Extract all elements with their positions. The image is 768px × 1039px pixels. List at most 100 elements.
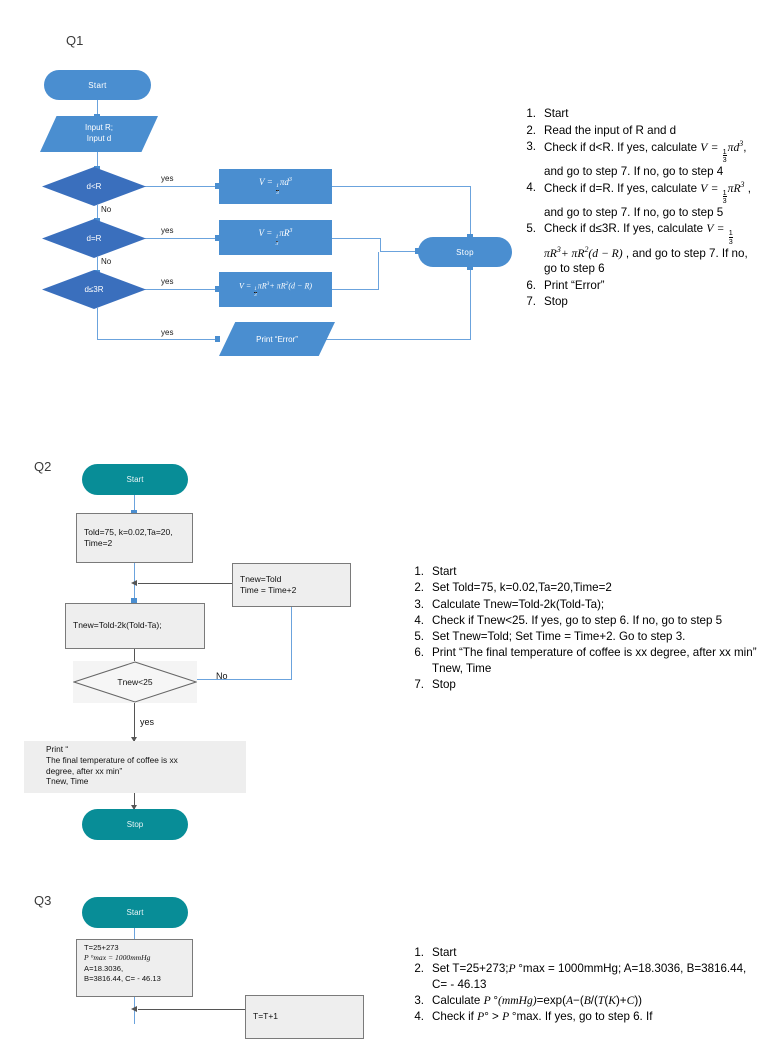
q1-conn-mid-stop [380, 251, 419, 253]
q3-increment-box: T=T+1 [245, 995, 364, 1039]
q1-decision-dlessr-label: d<R [86, 182, 102, 191]
list-item: 6.Print “The final temperature of coffee… [414, 646, 757, 675]
q1-decision-deqr: d=R [42, 219, 146, 258]
q2-conn-no-right [196, 679, 292, 681]
q2-arrow-print-stop [131, 805, 137, 810]
q1-arrow-mid-stop [415, 248, 420, 254]
q1-arrow-d1-proc1 [215, 183, 220, 189]
q2-stop-label: Stop [126, 820, 144, 829]
q2-conn-loop-merge [138, 583, 233, 584]
q3-start-label: Start [126, 908, 144, 917]
q1-input-shape: Input R;Input d [40, 116, 158, 152]
q1-conn-down-printerror [97, 339, 219, 341]
q1-start-label: Start [88, 80, 107, 90]
list-item: 1.Start [414, 565, 457, 578]
q1-conn-d2-d3 [97, 257, 99, 272]
q1-arrow-printerror [215, 336, 220, 342]
q3-init-box: T=25+273 P °max = 1000mmHg A=18.3036, B=… [76, 939, 193, 997]
q1-conn-d2-proc2 [145, 238, 219, 240]
q1-conn-printerror-right [310, 339, 471, 341]
list-item: 4.Check if P° > P °max. If yes, go to st… [412, 1009, 760, 1024]
list-item: 7.Stop [526, 295, 568, 309]
q2-arrow-loop-merge [131, 580, 137, 586]
q1-conn-proc2-mid [331, 238, 381, 240]
q2-init-box: Told=75, k=0.02,Ta=20, Time=2 [76, 513, 193, 563]
q1-decision-deqr-label: d=R [86, 234, 102, 243]
q1-arrow-bottom-stop [467, 265, 473, 270]
q2-arrow-start-init [131, 510, 137, 515]
q1-section-tag: Q1 [66, 33, 84, 48]
list-item: 4.Check if Tnew<25. If yes, go to step 6… [414, 613, 723, 627]
list-item: 5.Check if d≤3R. If yes, calculate V = 1… [524, 221, 760, 277]
q1-conn-input-d1 [97, 151, 99, 168]
q2-print-text: Print “ The final temperature of coffee … [24, 741, 246, 793]
q1-conn-d3-proc3 [145, 289, 219, 291]
q2-init-label: Told=75, k=0.02,Ta=20, Time=2 [84, 526, 173, 548]
q2-conn-print-stop [134, 792, 135, 809]
q1-label-yes-4: yes [161, 328, 174, 337]
q1-stop-terminator: Stop [418, 237, 512, 267]
q2-start-terminator: Start [82, 464, 188, 495]
q1-rail-right-bottom [470, 269, 472, 340]
q2-label-no: No [216, 671, 228, 681]
q2-arrow-decision-print [131, 737, 137, 742]
q1-conn-start-input [97, 99, 99, 116]
q2-decision-label: Tnew<25 [117, 677, 153, 687]
q2-loop-box: Tnew=Told Time = Time+2 [232, 563, 351, 607]
list-item: 5.Set Tnew=Told; Set Time = Time+2. Go t… [414, 630, 686, 644]
q3-pmax-line: P °max = 1000mmHg [84, 953, 151, 963]
q1-conn-proc3-right [331, 289, 379, 291]
q1-arrow-d3-proc3 [215, 286, 220, 292]
q1-label-yes-3: yes [161, 277, 174, 286]
list-item: 1.Start [414, 946, 457, 959]
q2-calc-label: Tnew=Told-2k(Told-Ta); [73, 620, 162, 631]
q3-arrow-increment-merge [131, 1006, 137, 1012]
q1-label-yes-2: yes [161, 226, 174, 235]
list-item: 1.Start [526, 107, 569, 120]
q2-label-yes: yes [140, 717, 155, 727]
q1-label-yes-1: yes [161, 174, 174, 183]
q2-decision-box: Tnew<25 [73, 661, 197, 703]
q2-conn-start-init [134, 495, 136, 513]
q1-steps-list: 1.Start 2.Read the input of R and d 3.Ch… [524, 106, 760, 311]
q2-stop-terminator: Stop [82, 809, 188, 840]
q1-arrow-rail-stop [467, 234, 473, 239]
q2-decision-outline [73, 661, 197, 703]
q2-conn-calc-decision [134, 648, 135, 666]
q2-conn-decision-print [134, 703, 135, 741]
q3-step4-text: Check if P° > P °max. If yes, go to step… [432, 1010, 653, 1024]
q1-label-no-1: No [101, 205, 112, 214]
list-item: 3.Calculate P °(mmHg)=exp(A−(B/(T(K)+C)) [412, 993, 760, 1008]
q1-decision-dlessr: d<R [42, 167, 146, 206]
q3-start-terminator: Start [82, 897, 188, 928]
q1-input-label: Input R;Input d [84, 123, 113, 143]
q3-increment-label: T=T+1 [253, 1011, 279, 1022]
q2-start-label: Start [126, 475, 144, 484]
q1-rail-proc3-up [378, 252, 380, 290]
q1-arrow-d2-proc2 [215, 235, 220, 241]
list-item: 7.Stop [414, 678, 456, 692]
q2-arrow-init-calc [131, 598, 137, 603]
q3-conn-start-init [134, 927, 136, 939]
q2-calc-box: Tnew=Told-2k(Told-Ta); [65, 603, 205, 649]
q3-step2-text: Set T=25+273;P °max = 1000mmHg; A=18.303… [432, 962, 747, 991]
q1-stop-label: Stop [456, 247, 474, 257]
q1-print-error-shape: Print “Error” [219, 322, 335, 356]
list-item: 2.Set T=25+273;P °max = 1000mmHg; A=18.3… [412, 961, 760, 992]
q2-print-shape: Print “ The final temperature of coffee … [24, 741, 246, 793]
q1-conn-d3-down [97, 308, 99, 340]
list-item: 2.Read the input of R and d [526, 123, 677, 137]
q1-label-no-2: No [101, 257, 112, 266]
q3-step3-text: Calculate P °(mmHg)=exp(A−(B/(T(K)+C)) [432, 993, 643, 1007]
q1-print-error-label: Print “Error” [256, 334, 298, 344]
